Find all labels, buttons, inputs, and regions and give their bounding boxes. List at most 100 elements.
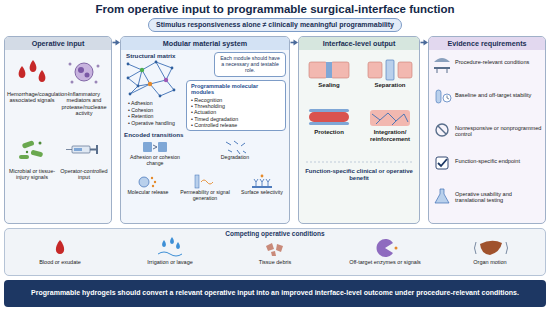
text-label: Function-specific endpoint [455,158,543,164]
mesh-node-part [171,67,174,70]
irrigation-icon-part [176,242,180,249]
text-label: Structural matrix [126,52,196,59]
debris-icon-part [276,244,283,252]
immune-cell-icon-part [71,81,74,84]
conclusion-bar: Programmable hydrogels should convert a … [4,280,546,307]
separation-icon [368,60,412,80]
message-box: Stimulus responsiveness alone ≠ clinical… [148,18,402,32]
irrigation-icon-part [162,240,166,247]
text-label: Molecular release [122,190,174,196]
text-label: Hemorrhage/coagulation-associated signal… [7,91,57,104]
blood-drop-icon [19,60,46,82]
text-label: Organ motion [445,259,535,265]
immune-cell-icon-part [69,63,72,66]
stability-icon-part [447,96,449,100]
irrigation-icon-part [170,237,174,244]
microbe-icon-part [39,142,42,145]
text-label: Blood or exudate [15,259,105,265]
text-label: • Operative handling [128,121,184,127]
immune-cell-icon-part [75,63,93,81]
sealing-icon-part [309,62,327,78]
blood-drop-icon-part [19,66,26,78]
release-icon-part [151,177,153,179]
conditions-band: Competing operative conditions [4,228,546,276]
text-label: Protection [304,129,354,136]
node-text: • Actuation [191,109,281,115]
immune-cell-icon-part [97,65,100,68]
endpoint-icon-part [438,159,447,166]
irrigation-icon-part [158,252,182,256]
text-label: Irrigation or lavage [125,259,215,265]
text-label: Procedure-relevant conditions [455,59,543,65]
text-label: Sealing [304,82,354,89]
microbe-icon-part [26,151,28,153]
operating-table-icon-part [434,58,450,62]
diagram-title: From operative input to programmable sur… [0,3,550,15]
text-label: Adhesion or cohesion change [125,155,185,167]
mesh-node [127,61,176,98]
stability-icon-part [436,90,441,103]
irrigation-icon [158,237,182,256]
operating-table-icon-part [437,69,447,73]
flow-arrow [421,40,429,46]
arrow-line [113,42,117,44]
microbe-icon-part [22,140,35,149]
sealing-icon-part [326,62,332,78]
mesh-node-part [137,85,140,88]
text-label: Degradation [205,155,265,161]
mesh-node-part [129,93,132,96]
text-label: Tissue debris [230,259,320,265]
blood-drop-icon-part [30,60,37,72]
node-heading: Programmable hydrogels should convert a … [31,289,519,298]
callout-box: Each module should have a necessary and … [214,52,286,77]
endpoint-icon-part [436,157,448,169]
surface-selectivity-icon-part [261,175,264,178]
separation-icon-part [398,62,412,78]
sealing-icon-part [331,62,349,78]
protection-icon-part [309,122,349,125]
control-icon-part [438,126,446,134]
panel-fill-part [4,228,546,276]
node-heading: Each module should have a necessary and … [218,55,282,74]
text-label: • Retention [128,114,184,120]
text-label: Integration/ reinforcement [362,129,418,143]
node-heading: Modular material system [121,37,289,50]
protection-icon-part [309,112,349,122]
node-text: • Thresholding [191,103,281,109]
divider-line [306,162,412,163]
node-heading: Operative input [5,37,111,50]
text-label: • Adhesion [128,101,184,107]
node-heading: Stimulus responsiveness alone ≠ clinical… [155,20,395,30]
text-label: Encoded transitions [124,131,224,138]
flask-icon-part [435,189,449,203]
text-label: Surface selectivity [236,190,288,196]
immune-cell-icon [69,63,100,84]
panel-fill-part [4,36,112,224]
text-label: Off-target enzymes or signals [340,259,430,265]
mesh-node-part [148,82,152,86]
release-icon-part [154,181,156,183]
release-icon-part [139,177,149,187]
stability-icon [436,90,451,103]
adhesion-change-icon [143,142,167,152]
node-heading: Competing operative conditions [5,229,545,238]
enzyme-icon-part [395,247,398,250]
debris-icon [266,243,283,256]
text-label: Baseline and off-target stability [455,92,543,98]
flow-arrow [113,40,121,46]
enzyme-icon [377,239,398,257]
node-heading: Evidence requirements [429,37,545,50]
hydrogel-mesh-part [128,62,174,96]
operating-table-icon-part [434,67,450,69]
panel-fill-part [298,36,420,224]
node-heading: Programmable molecular modules [191,83,281,96]
blood-icon-part [56,240,64,254]
text-label: Nonresponsive or nonprogrammed control [455,125,543,138]
immune-cell-icon-part [85,73,90,78]
panel-fill-part [428,36,546,224]
release-icon-part [152,185,154,187]
text-label: Microbial or tissue-injury signals [7,168,57,181]
syringe-icon-part [66,149,72,150]
mesh-node-part [140,68,144,72]
syringe-icon [66,145,98,154]
